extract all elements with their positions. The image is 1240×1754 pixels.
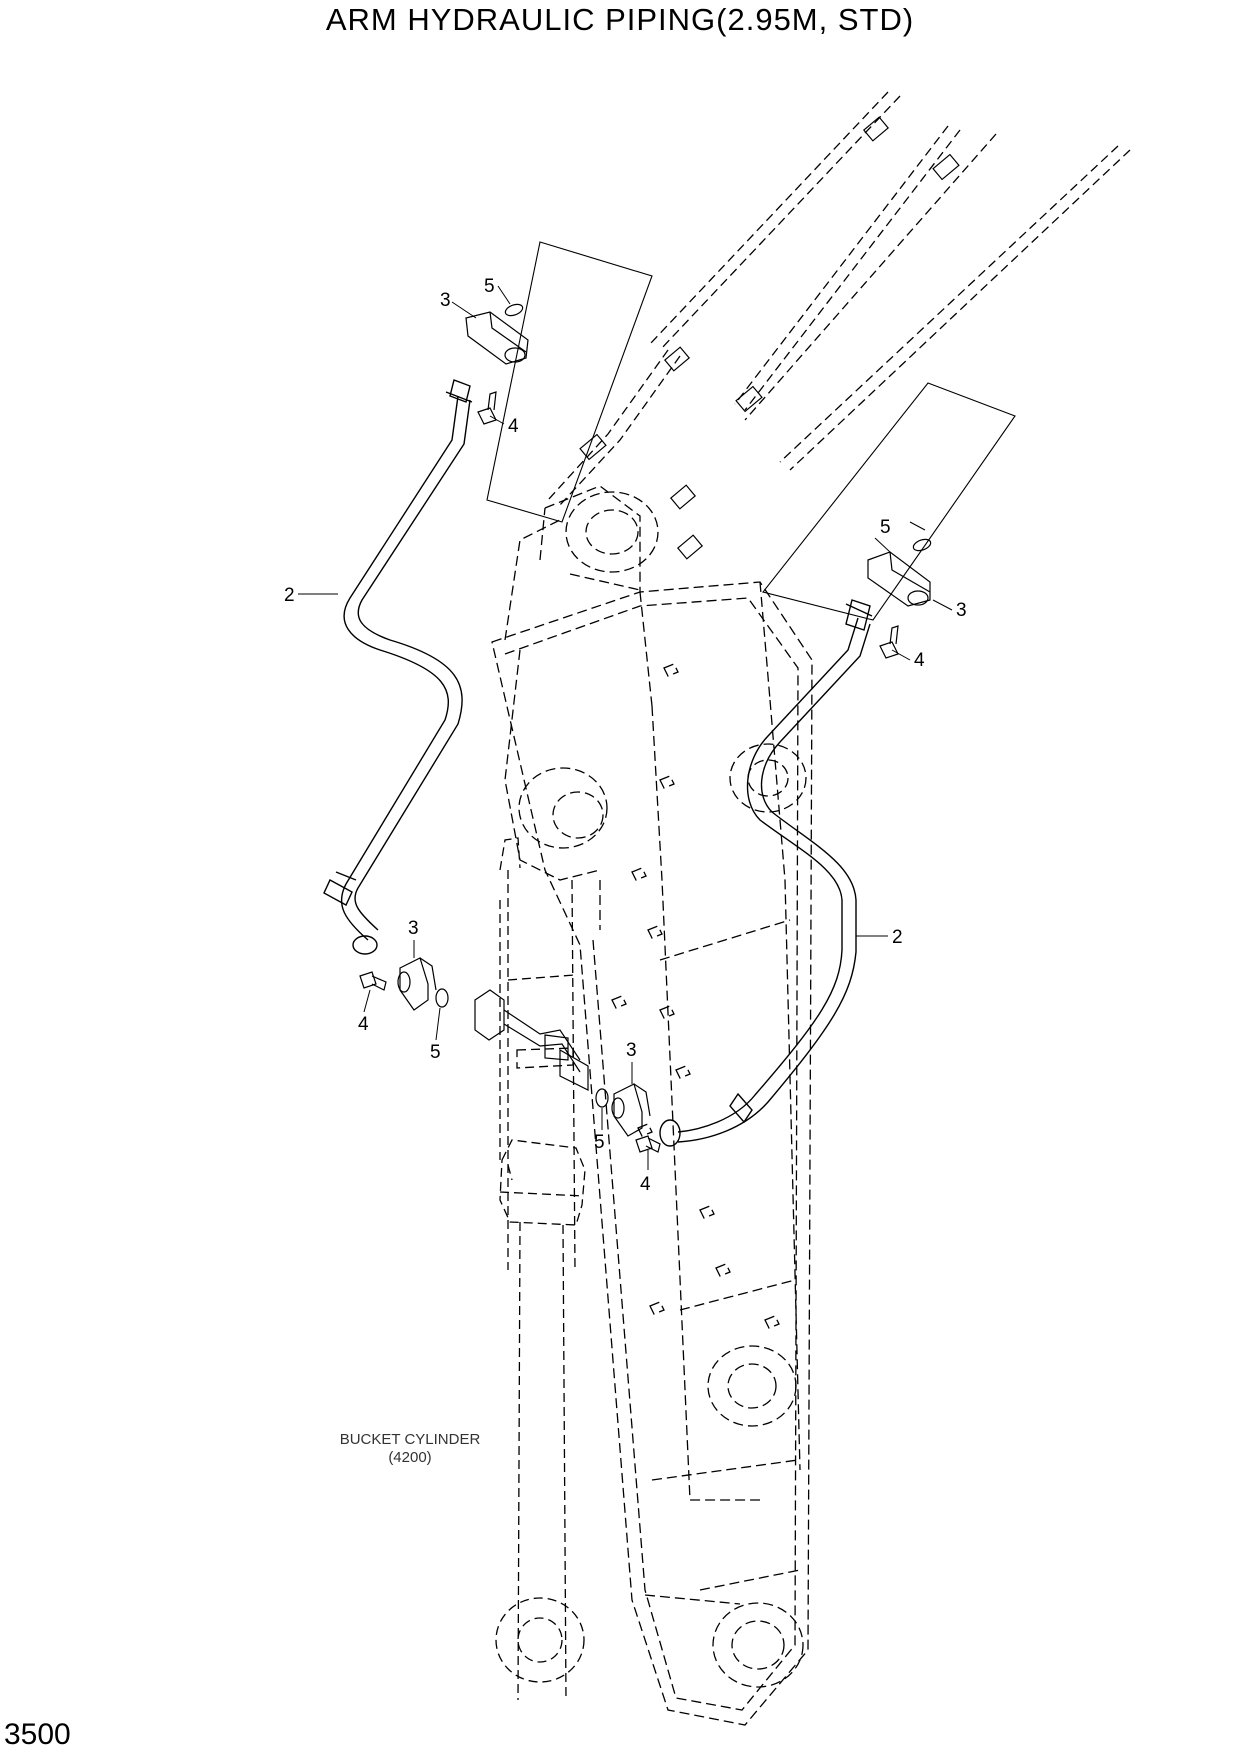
flange-clamp-top-left bbox=[465, 311, 529, 365]
callout-4-lower-left: 4 bbox=[358, 1014, 369, 1035]
flange-clamp-lower-left bbox=[397, 957, 437, 1011]
boom-line-clamps bbox=[579, 116, 960, 560]
callout-2-right: 2 bbox=[892, 927, 903, 948]
callout-leaders bbox=[298, 285, 953, 1170]
bucket-cylinder-label: BUCKET CYLINDER bbox=[340, 1431, 481, 1448]
callout-2-left: 2 bbox=[284, 585, 295, 606]
callout-3-top-left: 3 bbox=[440, 290, 451, 311]
bolt-top-left bbox=[477, 391, 497, 425]
detail-plane-right bbox=[762, 382, 1016, 621]
callout-4-top-right: 4 bbox=[914, 650, 925, 671]
bolt-lower-right bbox=[635, 1135, 661, 1153]
oring-lower-left bbox=[435, 988, 449, 1008]
flange-clamp-lower-right bbox=[611, 1083, 651, 1137]
callout-5-lower-right: 5 bbox=[594, 1132, 605, 1153]
callout-4-top-left: 4 bbox=[508, 416, 519, 437]
hose-left bbox=[323, 379, 473, 955]
detail-plane-left bbox=[486, 241, 653, 523]
page-number: 3500 bbox=[4, 1718, 71, 1751]
callout-5-top-right: 5 bbox=[880, 517, 891, 538]
hose-right bbox=[659, 599, 873, 1147]
bucket-cylinder-ref: (4200) bbox=[388, 1449, 431, 1466]
oring-lower-right bbox=[595, 1088, 609, 1108]
callout-3-lower-right: 3 bbox=[626, 1040, 637, 1061]
callout-4-lower-right: 4 bbox=[640, 1174, 651, 1195]
bolt-top-right bbox=[879, 625, 899, 659]
arm-structure bbox=[491, 485, 813, 1726]
bucket-cylinder bbox=[495, 837, 586, 1701]
oring-top-right bbox=[912, 538, 932, 552]
flange-clamp-top-right bbox=[867, 551, 931, 607]
bolt-lower-left bbox=[359, 971, 387, 991]
callout-5-lower-left: 5 bbox=[430, 1042, 441, 1063]
manifold-block bbox=[474, 989, 589, 1091]
callout-3-top-right: 3 bbox=[956, 600, 967, 621]
oring-top-left bbox=[504, 303, 524, 317]
callout-3-lower-left: 3 bbox=[408, 918, 419, 939]
callout-5-top-left: 5 bbox=[484, 276, 495, 297]
page-title: ARM HYDRAULIC PIPING(2.95M, STD) bbox=[325, 2, 915, 37]
boom-hydraulic-lines bbox=[547, 91, 1131, 506]
